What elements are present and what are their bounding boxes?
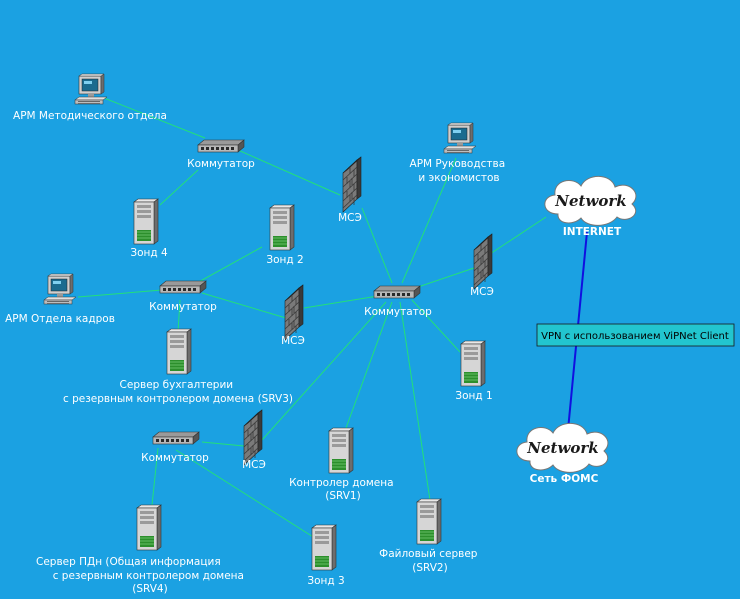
server-icon	[269, 204, 295, 251]
pc-methodical: АРМ Методического отдела	[13, 73, 167, 122]
switch-bottom: Коммутатор	[141, 431, 209, 464]
srv4-label: Сервер ПДн (Общая информация с резервным…	[36, 556, 247, 595]
srv4: Сервер ПДн (Общая информация с резервным…	[36, 504, 247, 595]
zond4: Зонд 4	[130, 198, 168, 259]
zond2: Зонд 2	[266, 204, 304, 266]
firewall-icon	[342, 156, 362, 213]
pc-hr-label: АРМ Отдела кадров	[5, 313, 115, 325]
link-pc-management-switch-central	[401, 157, 457, 284]
link-switch-mid-firewall-mid	[201, 292, 287, 319]
server-icon	[136, 504, 162, 551]
link-firewall-mid-switch-central	[303, 295, 379, 309]
link-switch-mid-srv3	[177, 299, 181, 333]
switch-icon	[159, 280, 207, 294]
cloud-foms-title: Network	[526, 439, 598, 457]
switch-top: Коммутатор	[187, 139, 255, 170]
cloud-internet: Network INTERNET	[544, 175, 637, 238]
link-switch-top-zond4	[159, 169, 199, 206]
link-switch-central-firewall-bottom	[261, 301, 387, 441]
zond3: Зонд 3	[307, 524, 345, 587]
switch-top-label: Коммутатор	[187, 158, 255, 170]
firewall-bottom: МСЭ	[242, 409, 266, 471]
firewall-right: МСЭ	[470, 233, 494, 298]
workstation-icon	[443, 122, 477, 154]
firewall-mid-label: МСЭ	[281, 335, 305, 347]
switch-central-label: Коммутатор	[364, 306, 432, 318]
srv2-label: Файловый сервер (SRV2)	[379, 548, 481, 574]
cloud-foms-label: Сеть ФОМС	[530, 473, 599, 485]
link-zond2-switch-mid	[194, 246, 263, 285]
workstation-icon	[74, 73, 108, 105]
switch-icon	[197, 139, 245, 153]
link-firewall-bottom-switch-bottom	[201, 441, 245, 447]
firewall-top-label: МСЭ	[338, 212, 362, 224]
cloud-internet-label: INTERNET	[563, 226, 622, 238]
srv3: Сервер бухгалтерии с резервным контролер…	[63, 328, 293, 405]
vpn-callout: VPN с использованием ViPNet Client	[536, 323, 735, 347]
cloud-foms: Network Сеть ФОМС	[516, 422, 609, 485]
server-icon	[460, 340, 486, 387]
srv1-label: Контролер домена (SRV1)	[289, 477, 397, 502]
link-switch-central-zond1	[411, 299, 461, 353]
srv3-label: Сервер бухгалтерии с резервным контролер…	[63, 379, 293, 405]
firewall-bottom-label: МСЭ	[242, 459, 266, 471]
cloud-internet-title: Network	[554, 192, 626, 210]
link-pc-methodical-switch-top	[103, 97, 206, 139]
link-firewall-top-switch-central	[361, 207, 393, 284]
srv1: Контролер домена (SRV1)	[289, 427, 397, 502]
pc-management-label: АРМ Руководства и экономистов	[410, 158, 509, 184]
zond4-label: Зонд 4	[130, 247, 168, 259]
switch-mid: Коммутатор	[149, 280, 217, 313]
pc-hr: АРМ Отдела кадров	[5, 273, 115, 325]
server-icon	[416, 498, 442, 545]
zond3-label: Зонд 3	[307, 575, 344, 587]
server-icon	[166, 328, 192, 375]
link-switch-top-firewall-top	[237, 149, 341, 196]
link-switch-central-srv2	[399, 301, 431, 501]
firewall-top: МСЭ	[338, 156, 362, 224]
zond1: Зонд 1	[455, 340, 493, 402]
links	[77, 97, 547, 541]
firewall-right-label: МСЭ	[470, 286, 494, 298]
firewall-icon	[284, 284, 304, 341]
link-switch-bottom-zond3	[175, 449, 319, 541]
vpn-callout-box	[536, 323, 735, 347]
firewall-icon	[473, 233, 493, 290]
switch-icon	[152, 431, 200, 445]
zond2-label: Зонд 2	[266, 254, 303, 266]
server-icon	[328, 427, 354, 474]
server-icon	[311, 524, 337, 571]
link-pc-hr-switch-mid	[77, 289, 163, 298]
srv2: Файловый сервер (SRV2)	[379, 498, 481, 574]
workstation-icon	[43, 273, 77, 305]
link-firewall-right-cloud-internet	[489, 216, 547, 255]
link-switch-bottom-srv4	[151, 447, 159, 506]
pc-methodical-label: АРМ Методического отдела	[13, 110, 167, 122]
zond1-label: Зонд 1	[455, 390, 492, 402]
link-switch-central-srv1	[345, 301, 393, 429]
vpn-label: VPN с использованием ViPNet Client	[541, 331, 729, 342]
switch-central: Коммутатор	[364, 285, 432, 318]
link-switch-central-firewall-right	[417, 267, 475, 288]
switch-icon	[373, 285, 421, 299]
switch-bottom-label: Коммутатор	[141, 452, 209, 464]
switch-mid-label: Коммутатор	[149, 301, 217, 313]
pc-management: АРМ Руководства и экономистов	[410, 122, 509, 184]
firewall-icon	[243, 409, 263, 466]
server-icon	[133, 198, 159, 245]
firewall-mid: МСЭ	[281, 284, 305, 347]
devices: АРМ Методического отдела Коммутатор Зонд…	[5, 73, 637, 595]
